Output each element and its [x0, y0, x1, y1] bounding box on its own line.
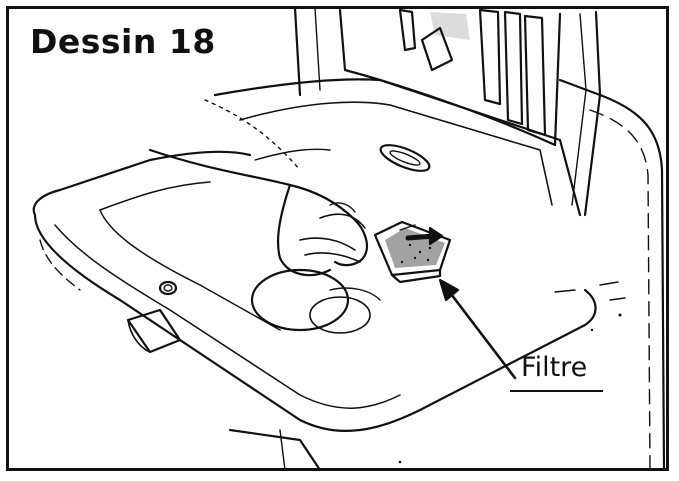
hand — [148, 99, 369, 277]
speckles — [398, 281, 626, 464]
open-door-panel — [293, 6, 602, 217]
sump-area — [250, 268, 381, 334]
dishwasher-cabinet — [558, 78, 666, 472]
figure-frame — [6, 6, 669, 471]
callout-arrow — [438, 278, 517, 380]
tub — [213, 78, 582, 217]
filter — [373, 220, 452, 284]
filter-label: Filtre — [521, 352, 588, 383]
figure-title: Dessin 18 — [30, 22, 216, 61]
filter-label-underline — [510, 390, 603, 392]
lower-door — [32, 150, 597, 472]
